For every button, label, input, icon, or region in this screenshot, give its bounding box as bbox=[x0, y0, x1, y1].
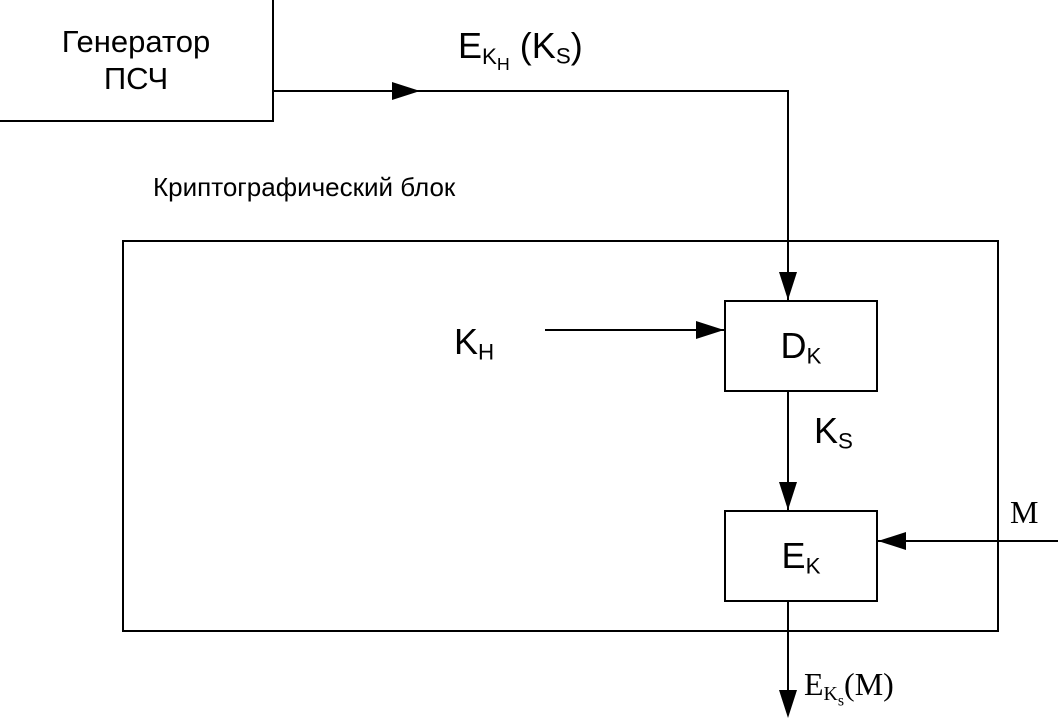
generator-label-line2: ПСЧ bbox=[103, 61, 169, 96]
decrypt-block: DK bbox=[724, 300, 878, 392]
output-arg: (M) bbox=[844, 666, 894, 702]
crypto-block bbox=[122, 240, 999, 632]
kh-main: K bbox=[454, 321, 479, 362]
top-signal-label: EKH (KS) bbox=[458, 25, 583, 73]
top-signal-paren-close: ) bbox=[570, 25, 583, 66]
top-signal-paren-sub: S bbox=[555, 43, 571, 69]
crypto-block-label: Криптографический блок bbox=[153, 172, 456, 202]
arrowhead-top-line bbox=[392, 82, 420, 100]
ek-main: E bbox=[781, 535, 806, 576]
top-signal-subsub: H bbox=[496, 53, 510, 74]
output-subsub: s bbox=[837, 692, 845, 710]
generator-label-line1: Генератор bbox=[61, 23, 211, 59]
dk-label: DK bbox=[781, 325, 822, 367]
dk-main: D bbox=[780, 325, 807, 366]
top-signal-paren-open: (K bbox=[509, 25, 556, 66]
dk-sub: K bbox=[806, 343, 822, 369]
ek-sub: K bbox=[805, 553, 821, 579]
kh-input-label: KH bbox=[454, 321, 494, 364]
arrowhead-output bbox=[779, 690, 797, 718]
ks-sub: S bbox=[838, 428, 853, 454]
m-input-label: M bbox=[1010, 494, 1039, 530]
ek-label: EK bbox=[782, 535, 821, 577]
output-main: E bbox=[804, 666, 824, 702]
generator-block: Генератор ПСЧ bbox=[0, 0, 274, 122]
ks-main: K bbox=[814, 410, 839, 451]
output-signal-label: EKs(M) bbox=[804, 666, 894, 709]
encrypt-block: EK bbox=[724, 510, 878, 602]
kh-sub: H bbox=[478, 339, 495, 365]
ks-signal-label: KS bbox=[814, 410, 853, 453]
top-signal-sub: K bbox=[482, 43, 497, 69]
top-signal-main: E bbox=[458, 25, 483, 66]
output-sub: K bbox=[823, 682, 838, 705]
